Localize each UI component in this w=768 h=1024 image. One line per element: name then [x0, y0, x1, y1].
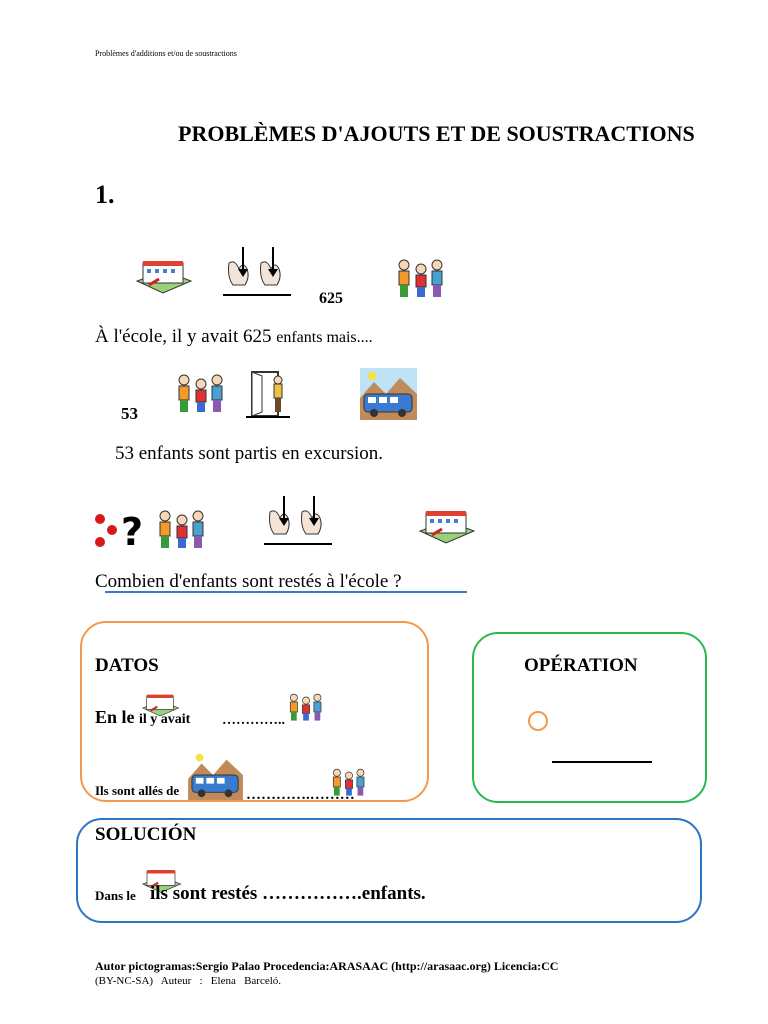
children-icon: [332, 768, 365, 796]
datos-box: [80, 621, 429, 802]
page-title: PROBLÈMES D'AJOUTS ET DE SOUSTRACTIONS: [178, 121, 695, 146]
children-icon: [289, 693, 322, 721]
solution-text: ils sont restés …………….enfants.: [150, 883, 426, 904]
problem-number: 1.: [95, 180, 115, 209]
footer-author: (BY-NC-SA) Auteur : Elena Barceló.: [95, 975, 282, 987]
operation-box: [472, 632, 707, 803]
sentence-2: 53 enfants sont partis en excursion.: [115, 443, 384, 464]
question: Combien d'enfants sont restés à l'école …: [95, 571, 402, 592]
sentence-1: À l'école, il y avait 625 enfants mais..…: [95, 326, 373, 347]
datos-line-2: Ils sont allés de: [95, 783, 180, 798]
bus-excursion-icon: [360, 368, 417, 420]
solution-prefix: Dans le: [95, 888, 136, 903]
school-icon: [418, 511, 476, 544]
school-icon: [141, 870, 182, 893]
operation-sign-circle: [528, 711, 548, 731]
children-icon: [398, 259, 443, 297]
children-icon: [178, 374, 223, 412]
hands-take-away-icon: [223, 247, 291, 296]
datos-heading: DATOS: [95, 655, 159, 676]
hands-take-away-icon: [264, 496, 332, 545]
datos-line-1: En le il y avait: [95, 707, 191, 727]
operation-result-line: [552, 761, 652, 763]
datos-line-2-dots: ………….………: [246, 787, 355, 803]
question-underline: [105, 591, 467, 593]
header-small-title: Problèmes d'additions et/ou de soustract…: [95, 49, 237, 58]
footer-credits: Autor pictogramas:Sergio Palao Procedenc…: [95, 959, 559, 973]
number-53: 53: [121, 404, 138, 423]
school-icon: [141, 694, 180, 717]
children-icon: [159, 510, 204, 548]
svg-text:?: ?: [121, 510, 143, 554]
datos-line-1-dots: …………..: [222, 713, 285, 728]
operation-heading: OPÉRATION: [524, 655, 638, 676]
solution-heading: SOLUCIÓN: [95, 824, 197, 845]
school-icon: [135, 261, 193, 294]
solution-box: [76, 818, 702, 923]
number-625: 625: [319, 290, 343, 307]
bus-excursion-icon: [188, 750, 243, 800]
question-dots-icon: ?: [95, 510, 143, 554]
door-exit-icon: [246, 371, 290, 418]
